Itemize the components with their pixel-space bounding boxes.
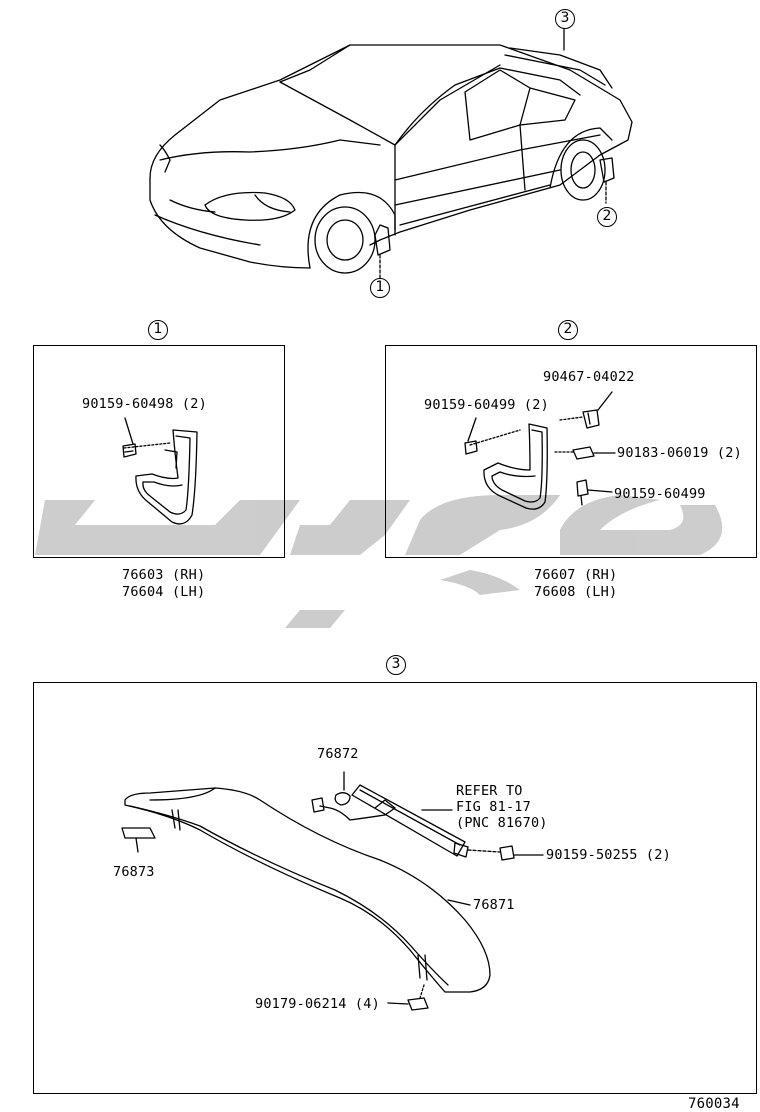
car-illustration: [149, 27, 633, 279]
section-3-refer-line-1: REFER TO: [456, 783, 523, 799]
section-3-pad-label: 76873: [113, 864, 155, 880]
section-3-frame: [33, 682, 757, 1094]
section-3-spoiler-label: 76871: [473, 897, 515, 913]
section-1-frame: [33, 345, 285, 558]
figure-id: 760034: [688, 1096, 740, 1112]
mudguard-rear-drawing: [464, 391, 616, 510]
mudguard-front-drawing: [122, 417, 198, 525]
spoiler-drawing: [121, 771, 544, 1011]
section-3-refer-line-2: FIG 81-17: [456, 799, 531, 815]
section-2-callout: 2: [558, 320, 578, 340]
section-3-gasket-label: 76872: [317, 746, 359, 762]
section-2-part-rh-label: 76607 (RH): [534, 567, 618, 583]
section-3-nut-label: 90179-06214 (4): [255, 996, 380, 1012]
callout-1-car: 1: [370, 278, 390, 298]
callout-3-car: 3: [555, 9, 575, 29]
section-2-screw-label: 90159-60499: [614, 486, 706, 502]
section-1-bolt-label: 90159-60498 (2): [82, 396, 207, 412]
section-3-bolt-label: 90159-50255 (2): [546, 847, 671, 863]
section-2-frame: [385, 345, 757, 558]
callout-2-car: 2: [597, 207, 617, 227]
section-2-nut-label: 90183-06019 (2): [617, 445, 742, 461]
section-3-refer-line-3: (PNC 81670): [456, 815, 548, 831]
section-1-part-lh-label: 76604 (LH): [122, 584, 206, 600]
section-2-clip-label: 90467-04022: [543, 369, 635, 385]
section-2-part-lh-label: 76608 (LH): [534, 584, 618, 600]
section-2-bolt-label: 90159-60499 (2): [424, 397, 549, 413]
section-3-callout: 3: [386, 655, 406, 675]
section-1-part-rh-label: 76603 (RH): [122, 567, 206, 583]
section-1-callout: 1: [148, 320, 168, 340]
